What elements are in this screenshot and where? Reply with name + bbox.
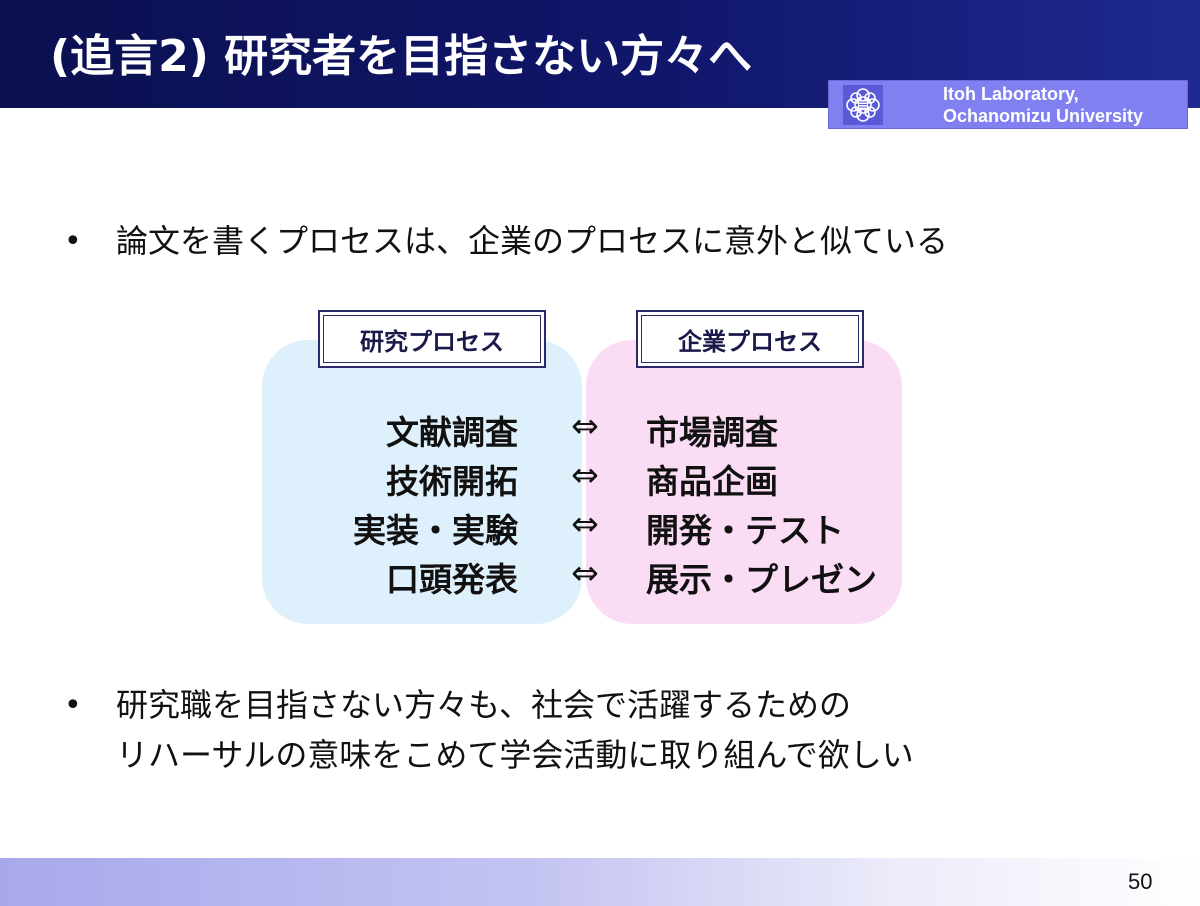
bullet-marker: • (64, 688, 82, 723)
research-step: 口頭発表 (386, 560, 518, 599)
business-step: 展示・プレゼン (646, 560, 877, 599)
double-arrow-icon: ⇔ (571, 553, 599, 592)
business-process-label-text: 企業プロセス (641, 315, 859, 363)
business-step: 商品企画 (646, 462, 778, 501)
business-process-label: 企業プロセス (636, 310, 864, 368)
bullet-2-line-2: リハーサルの意味をこめて学会活動に取り組んで欲しい (116, 736, 914, 774)
business-process-panel (586, 340, 902, 624)
bullet-marker: • (64, 224, 82, 259)
lab-badge: Itoh Laboratory, Ochanomizu University (828, 80, 1188, 129)
slide-title: (追言2) 研究者を目指さない方々へ (50, 31, 753, 82)
double-arrow-icon: ⇔ (571, 406, 599, 445)
research-step: 文献調査 (386, 413, 518, 452)
slide-header: (追言2) 研究者を目指さない方々へ (0, 0, 1200, 108)
business-step: 開発・テスト (646, 511, 844, 550)
bullet-2-line-1: 研究職を目指さない方々も、社会で活躍するための (116, 686, 852, 724)
university-crest-icon (843, 85, 883, 125)
research-step: 実装・実験 (353, 511, 518, 550)
research-process-panel (262, 340, 582, 624)
bullet-text-2: 研究職を目指さない方々も、社会で活躍するための リハーサルの意味をこめて学会活動… (116, 680, 914, 780)
lab-name-line2: Ochanomizu University (943, 106, 1144, 126)
slide-footer (0, 858, 1200, 906)
research-step: 技術開拓 (386, 462, 518, 501)
business-step: 市場調査 (646, 413, 778, 452)
lab-name-line1: Itoh Laboratory, (943, 84, 1079, 104)
lab-name: Itoh Laboratory, Ochanomizu University (943, 83, 1143, 127)
research-process-label: 研究プロセス (318, 310, 546, 368)
bullet-text-1: 論文を書くプロセスは、企業のプロセスに意外と似ている (116, 216, 948, 266)
research-process-label-text: 研究プロセス (323, 315, 541, 363)
double-arrow-icon: ⇔ (571, 455, 599, 494)
page-number: 50 (1128, 869, 1153, 894)
bullet-1-line-1: 論文を書くプロセスは、企業のプロセスに意外と似ている (116, 222, 949, 260)
double-arrow-icon: ⇔ (571, 504, 599, 543)
